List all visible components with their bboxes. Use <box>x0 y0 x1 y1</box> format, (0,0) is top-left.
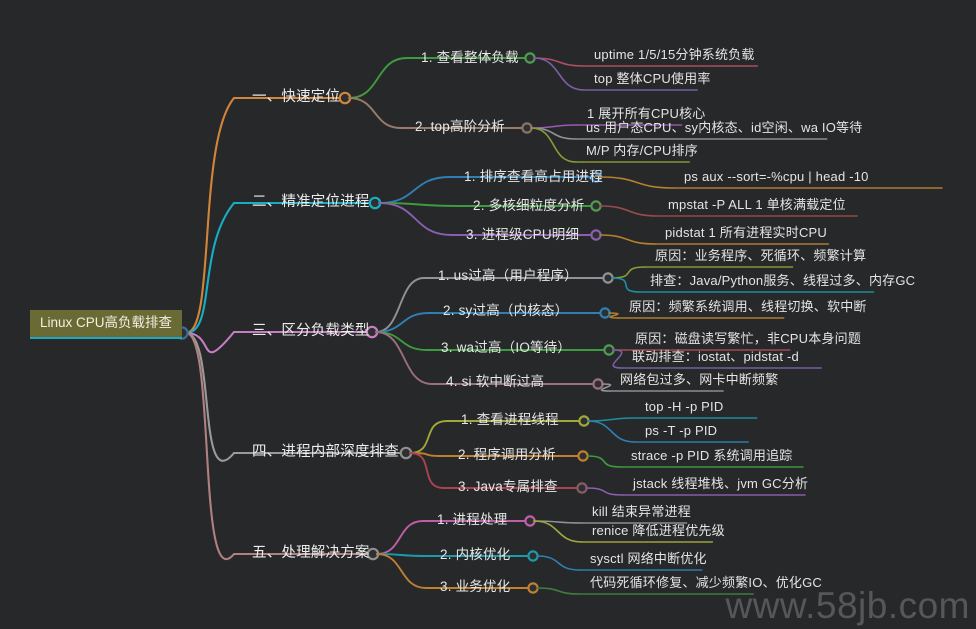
child-label-3-2[interactable]: 2. sy过高（内核态） <box>443 303 569 318</box>
branch-label-4[interactable]: 四、进程内部深度排查 <box>252 444 399 460</box>
leaf-label-3-3-1[interactable]: 原因：磁盘读写繁忙，非CPU本身问题 <box>635 331 862 346</box>
leaf-label-2-2-1[interactable]: mpstat -P ALL 1 单核满载定位 <box>668 197 846 212</box>
child-label-4-2[interactable]: 2. 程序调用分析 <box>458 447 556 462</box>
leaf-label-1-1-1[interactable]: uptime 1/5/15分钟系统负载 <box>594 47 755 62</box>
child-label-2-3[interactable]: 3. 进程级CPU明细 <box>466 227 580 242</box>
child-label-2-1[interactable]: 1. 排序查看高占用进程 <box>464 169 603 184</box>
leaf-label-4-3-1[interactable]: jstack 线程堆栈、jvm GC分析 <box>633 476 809 491</box>
root-node-label: Linux CPU高负载排查 <box>40 315 173 330</box>
leaf-label-3-1-2[interactable]: 排查：Java/Python服务、线程过多、内存GC <box>650 273 916 288</box>
branch-label-1[interactable]: 一、快速定位 <box>252 89 341 105</box>
leaf-label-3-1-1[interactable]: 原因：业务程序、死循环、频繁计算 <box>655 248 867 263</box>
leaf-label-4-1-2[interactable]: ps -T -p PID <box>645 423 718 438</box>
leaf-label-1-1-2[interactable]: top 整体CPU使用率 <box>594 71 711 86</box>
leaf-label-4-2-1[interactable]: strace -p PID 系统调用追踪 <box>631 448 793 463</box>
child-label-3-1[interactable]: 1. us过高（用户程序） <box>438 268 578 283</box>
leaf-label-2-3-1[interactable]: pidstat 1 所有进程实时CPU <box>665 225 828 240</box>
child-label-5-3[interactable]: 3. 业务优化 <box>440 579 511 594</box>
branch-label-5[interactable]: 五、处理解决方案 <box>252 545 370 561</box>
leaf-label-1-2-2[interactable]: us 用户态CPU、sy内核态、id空闲、wa IO等待 <box>586 120 863 135</box>
leaf-label-2-1-1[interactable]: ps aux --sort=-%cpu | head -10 <box>684 169 869 184</box>
leaf-label-1-2-3[interactable]: M/P 内存/CPU排序 <box>586 143 698 158</box>
child-label-3-3[interactable]: 3. wa过高（IO等待） <box>441 340 572 355</box>
leaf-label-5-2-1[interactable]: sysctl 网络中断优化 <box>590 551 707 566</box>
branch-label-2[interactable]: 二、精准定位进程 <box>252 194 370 210</box>
leaf-label-5-3-1[interactable]: 代码死循环修复、减少频繁IO、优化GC <box>590 575 823 590</box>
leaf-label-1-2-1[interactable]: 1 展开所有CPU核心 <box>587 106 706 121</box>
leaf-label-4-1-1[interactable]: top -H -p PID <box>645 399 724 414</box>
child-label-1-1[interactable]: 1. 查看整体负载 <box>421 50 519 65</box>
branch-label-3[interactable]: 三、区分负载类型 <box>252 323 370 339</box>
child-label-3-4[interactable]: 4. si 软中断过高 <box>446 374 545 389</box>
root-node[interactable]: Linux CPU高负载排查 <box>30 310 183 339</box>
leaf-label-3-4-1[interactable]: 网络包过多、网卡中断频繁 <box>620 372 779 387</box>
child-label-4-3[interactable]: 3. Java专属排查 <box>458 479 558 494</box>
leaf-label-3-2-1[interactable]: 原因：频繁系统调用、线程切换、软中断 <box>629 299 867 314</box>
leaf-label-3-3-2[interactable]: 联动排查：iostat、pidstat -d <box>632 349 799 364</box>
child-label-4-1[interactable]: 1. 查看进程线程 <box>461 412 559 427</box>
child-label-5-1[interactable]: 1. 进程处理 <box>437 512 508 527</box>
child-label-5-2[interactable]: 2. 内核优化 <box>440 547 511 562</box>
child-label-2-2[interactable]: 2. 多核细粒度分析 <box>473 198 585 213</box>
leaf-label-5-1-1[interactable]: kill 结束异常进程 <box>592 504 691 519</box>
child-label-1-2[interactable]: 2. top高阶分析 <box>415 119 505 134</box>
leaf-label-5-1-2[interactable]: renice 降低进程优先级 <box>592 523 725 538</box>
